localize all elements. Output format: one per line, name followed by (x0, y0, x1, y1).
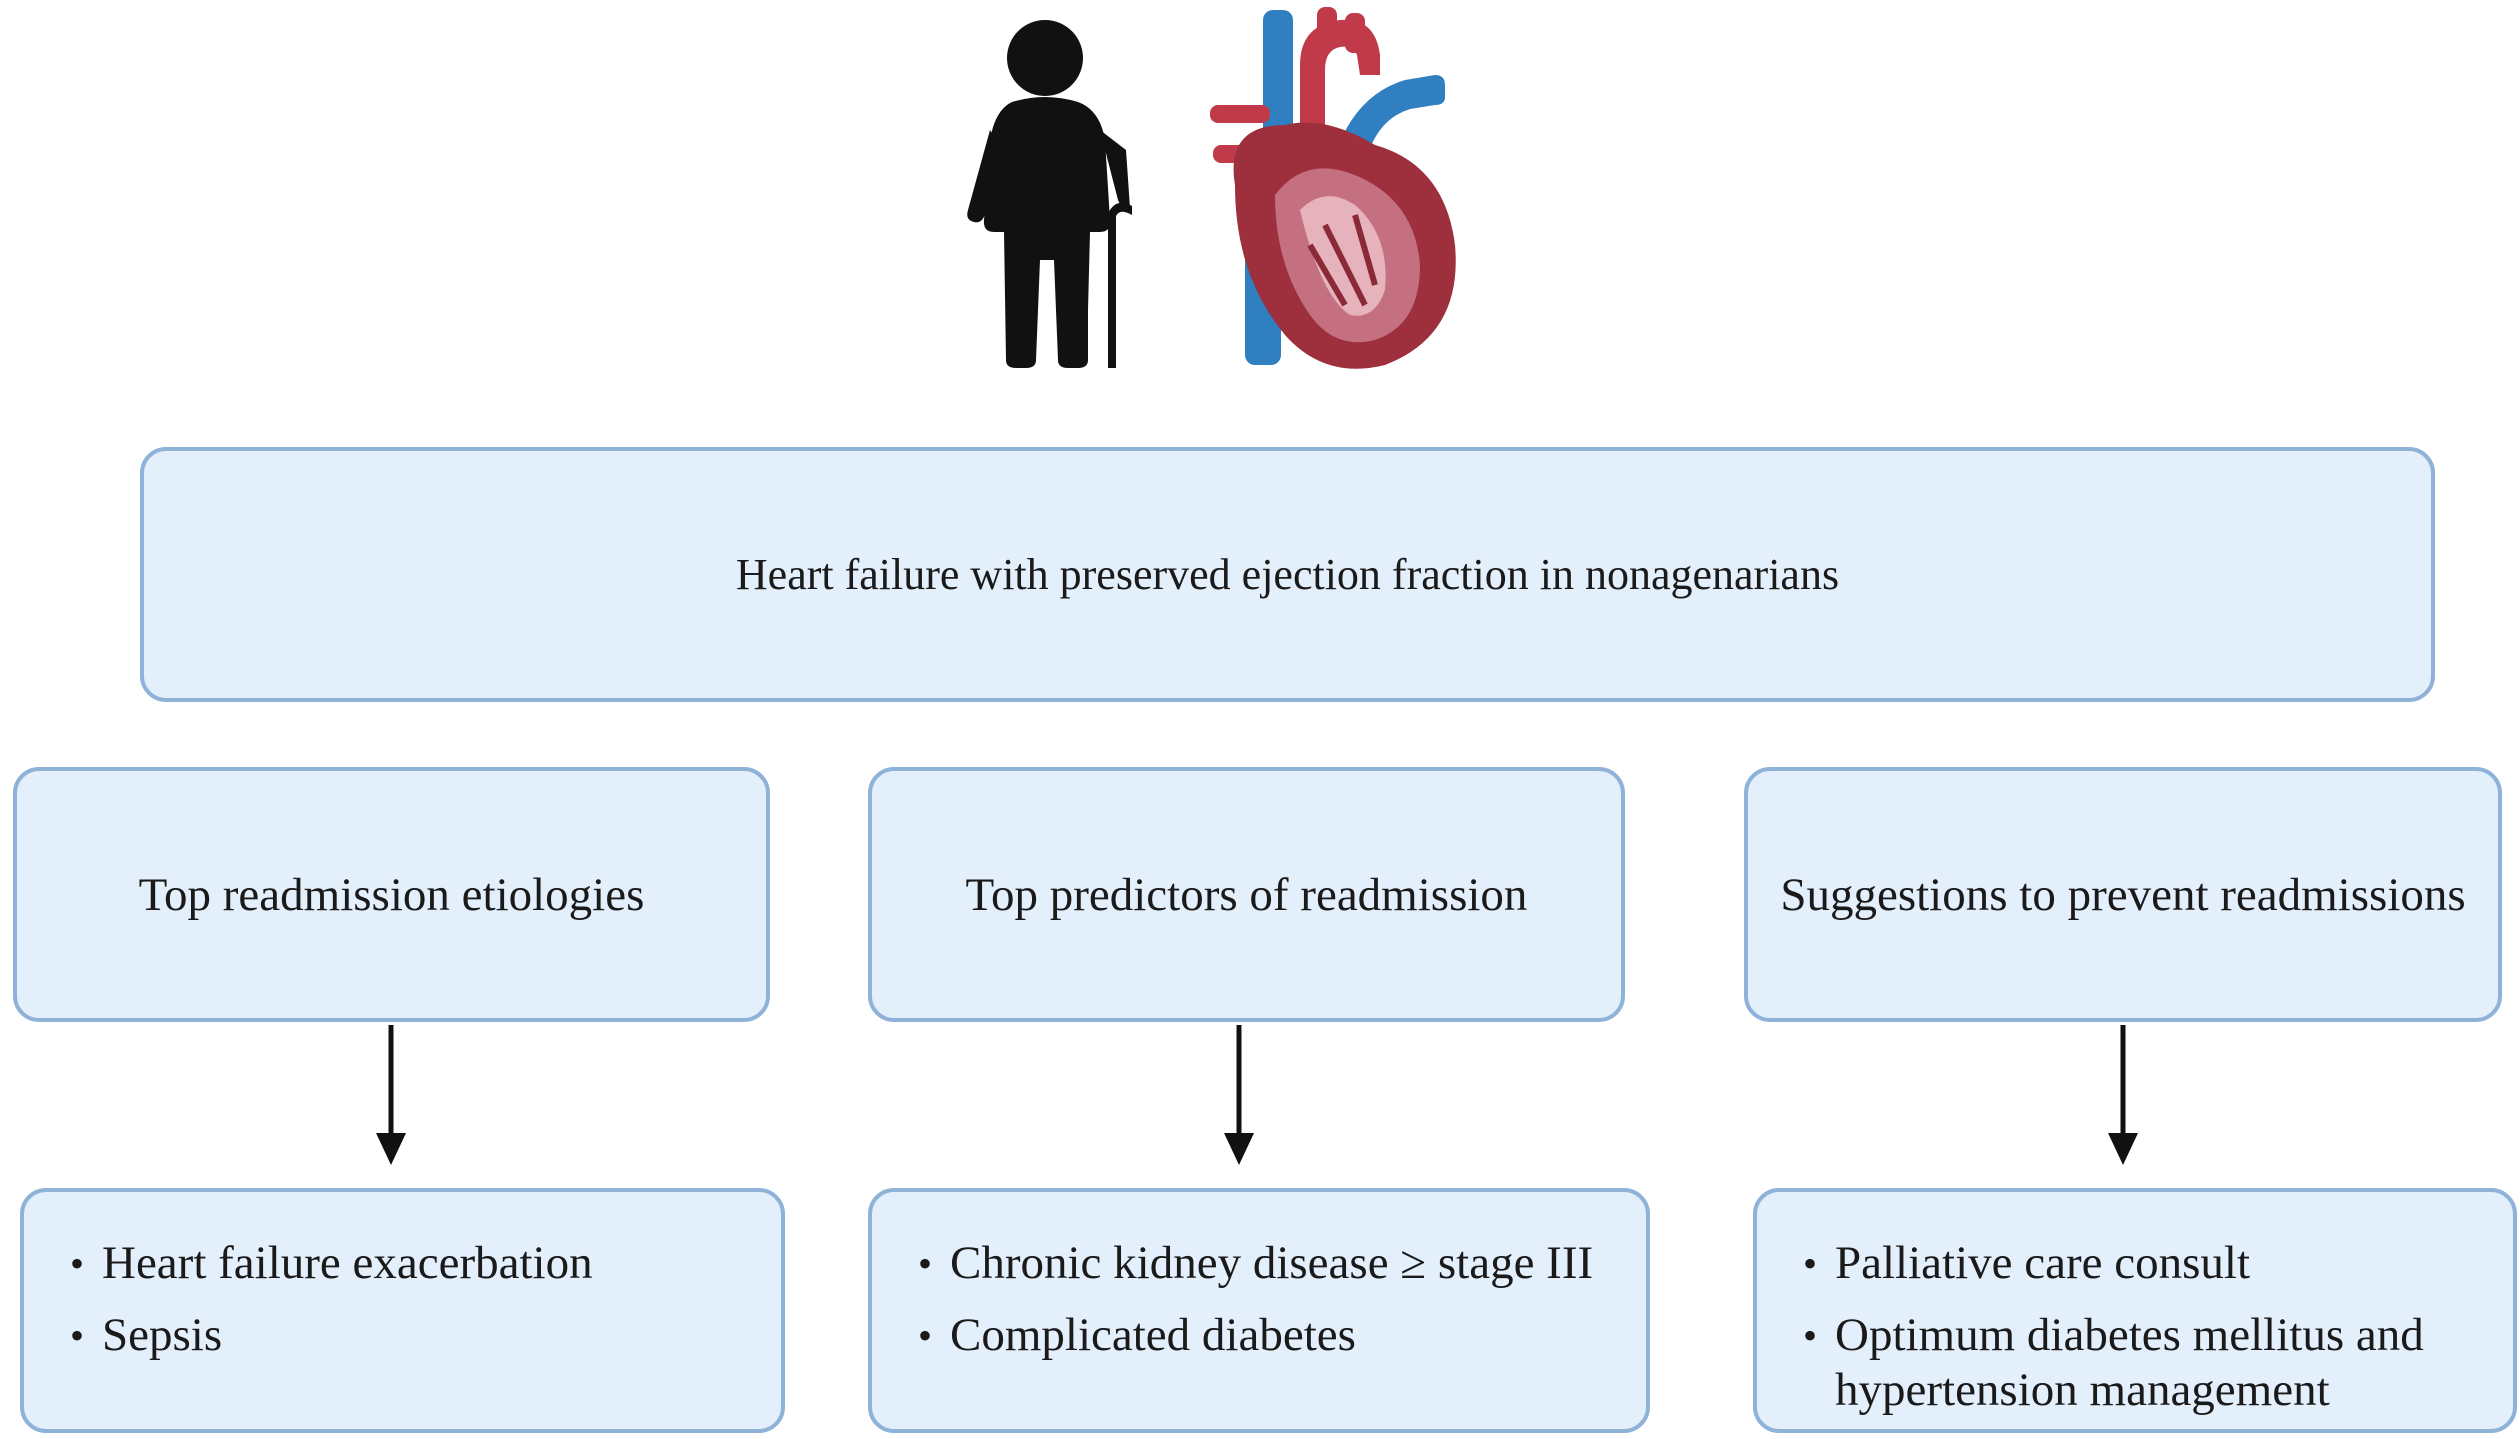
predictors-arrow (1224, 1025, 1254, 1165)
suggestions-list: Palliative care consult Optimum diabetes… (1803, 1236, 2493, 1435)
list-item: Sepsis (70, 1308, 761, 1363)
suggestions-arrow (2108, 1025, 2138, 1165)
etiologies-arrow (376, 1025, 406, 1165)
main-topic-label: Heart failure with preserved ejection fr… (735, 550, 1840, 599)
predictors-heading-box: Top predictors of readmission (868, 767, 1625, 1022)
etiologies-list: Heart failure exacerbation Sepsis (70, 1236, 761, 1380)
predictors-heading: Top predictors of readmission (965, 868, 1528, 921)
list-item: Chronic kidney disease ≥ stage III (918, 1236, 1626, 1291)
suggestions-heading: Suggestions to prevent readmissions (1780, 868, 2466, 921)
list-item: Palliative care consult (1803, 1236, 2493, 1291)
etiologies-list-box: Heart failure exacerbation Sepsis (20, 1188, 785, 1433)
etiologies-heading-box: Top readmission etiologies (13, 767, 770, 1022)
list-item: Optimum diabetes mellitus and hypertensi… (1803, 1308, 2493, 1418)
list-item: Complicated diabetes (918, 1308, 1626, 1363)
elderly-person-with-cane-icon (967, 20, 1132, 368)
suggestions-heading-box: Suggestions to prevent readmissions (1744, 767, 2502, 1022)
suggestions-list-box: Palliative care consult Optimum diabetes… (1753, 1188, 2517, 1433)
predictors-list: Chronic kidney disease ≥ stage III Compl… (918, 1236, 1626, 1380)
list-item: Heart failure exacerbation (70, 1236, 761, 1291)
etiologies-heading: Top readmission etiologies (138, 868, 645, 921)
predictors-list-box: Chronic kidney disease ≥ stage III Compl… (868, 1188, 1650, 1433)
heart-anatomy-icon (1210, 7, 1456, 369)
main-topic-box: Heart failure with preserved ejection fr… (140, 447, 2435, 702)
